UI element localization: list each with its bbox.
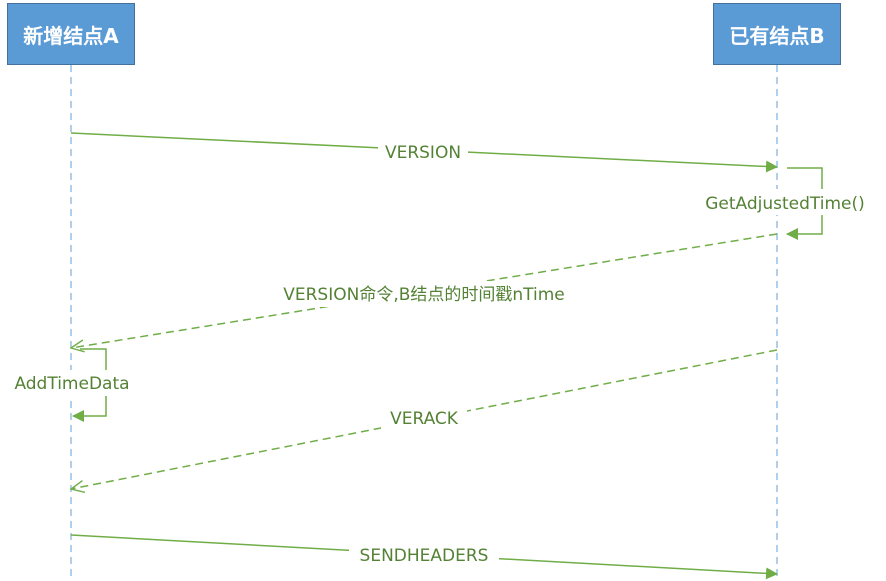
verack-arrow	[71, 349, 778, 489]
participant-node-a[interactable]: 新增结点A	[7, 3, 135, 65]
participant-node-b-label: 已有结点B	[729, 23, 825, 48]
sendheaders-label: SENDHEADERS	[360, 546, 489, 566]
sendheaders-label-bg	[349, 543, 499, 567]
version-reply-label-bg	[242, 281, 606, 307]
get-adjusted-time-label-bg	[690, 189, 880, 215]
get-adjusted-time-label: GetAdjustedTime()	[705, 194, 865, 214]
verack-label: VERACK	[390, 409, 459, 429]
version-reply-label: VERSION命令,B结点的时间戳nTime	[283, 285, 565, 305]
participant-node-b[interactable]: 已有结点B	[713, 3, 841, 65]
add-time-data-label: AddTimeData	[14, 374, 129, 394]
version-label-bg	[378, 140, 468, 162]
verack-label-bg	[381, 405, 467, 431]
add-time-data-label-bg	[4, 370, 140, 396]
version-label: VERSION	[385, 143, 461, 163]
participant-node-a-label: 新增结点A	[23, 23, 119, 48]
